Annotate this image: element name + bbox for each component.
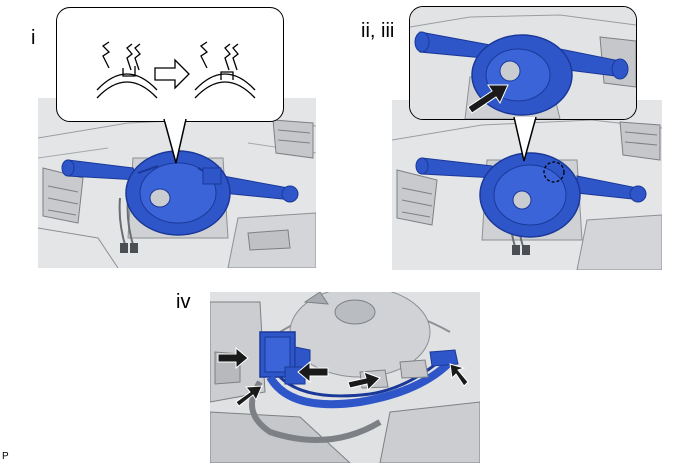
spiral-cable-detail-drawing — [410, 7, 636, 119]
step-label-iv: iv — [176, 291, 191, 313]
detail-callout-i — [56, 7, 284, 122]
illustration-panel-iv — [210, 292, 480, 463]
detail-callout-ii-iii — [409, 6, 637, 120]
connector-detail-drawing — [210, 292, 480, 463]
callout-pointer-ii-iii — [513, 117, 537, 162]
step-label-i: i — [31, 27, 36, 49]
step-label-ii-iii: ii, iii — [361, 20, 395, 42]
figure-code: P — [2, 451, 9, 462]
claw-detail-drawing — [96, 41, 256, 99]
callout-pointer-i — [163, 119, 187, 164]
